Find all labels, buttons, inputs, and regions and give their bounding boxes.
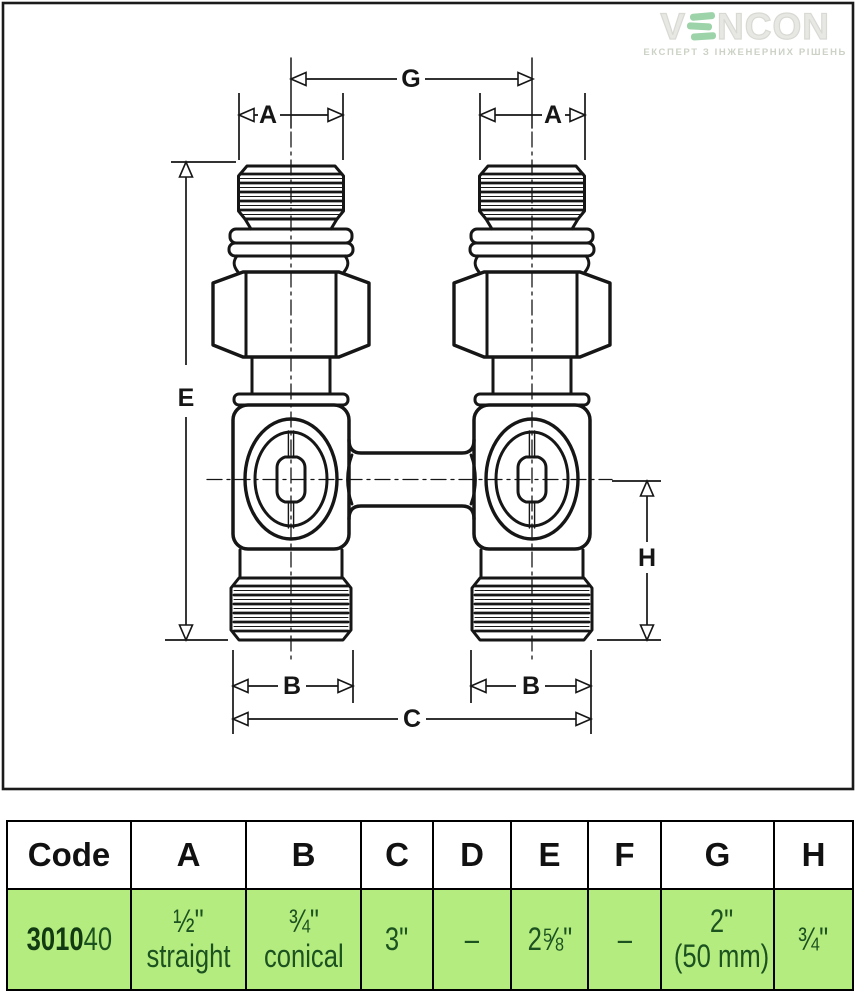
dim-label-a-right: A [544, 101, 562, 129]
cell-g-value: 2" [709, 902, 734, 939]
header-g: G [660, 820, 775, 890]
diagram-border [1, 1, 855, 791]
cell-a: ½"straight [130, 888, 247, 991]
dim-label-e: E [178, 384, 195, 412]
header-code: Code [6, 820, 132, 890]
cell-c: 3" [360, 888, 434, 991]
cell-e: 2⅝" [510, 888, 589, 991]
cell-b: ¾"conical [245, 888, 362, 991]
left-pipe-assembly [211, 56, 371, 664]
spec-table: Code A B C D E F G H 301040 ½"straight ¾… [6, 820, 854, 991]
logo-letter-v: V [660, 6, 687, 47]
ext-a-right [479, 93, 586, 160]
vencon-logo: V NCON ЕКСПЕРТ З ІНЖЕНЕРНИХ РІШЕНЬ [643, 6, 847, 58]
header-d: D [432, 820, 512, 890]
dim-label-b-left: B [283, 672, 301, 700]
logo-letters-ncon: NCON [716, 6, 830, 47]
bridge [206, 438, 613, 521]
dim-label-g: G [401, 65, 420, 93]
cell-code: 301040 [6, 888, 132, 991]
cell-b-note: conical [263, 938, 344, 975]
vencon-logo-word: V NCON [643, 6, 847, 47]
dim-label-a-left: A [259, 101, 277, 129]
dim-label-b-right: B [522, 672, 540, 700]
header-e: E [510, 820, 589, 890]
ext-b-c [232, 650, 592, 734]
code-bold: 3010 [26, 921, 84, 957]
dimension-arrowheads [178, 71, 655, 727]
cell-b-value: ¾" [288, 902, 319, 939]
cell-a-value: ½" [173, 902, 204, 939]
table-header-row: Code A B C D E F G H [6, 820, 854, 890]
cell-g-mm: (50 mm) [673, 938, 770, 975]
ext-h [597, 480, 661, 641]
header-f: F [587, 820, 662, 890]
header-a: A [130, 820, 247, 890]
logo-tagline: ЕКСПЕРТ З ІНЖЕНЕРНИХ РІШЕНЬ [643, 47, 847, 58]
header-c: C [360, 820, 434, 890]
dim-label-h: H [638, 544, 656, 572]
ext-e [165, 161, 236, 641]
valve-technical-drawing: G A A E H B B C [1, 1, 855, 791]
code-light: 40 [83, 921, 112, 957]
header-b: B [245, 820, 362, 890]
logo-e-bars-icon [686, 11, 717, 41]
cell-d: – [432, 888, 512, 991]
header-h: H [773, 820, 854, 890]
cell-a-note: straight [146, 938, 231, 975]
ext-a-left [238, 93, 344, 160]
dimension-labels: G A A E H B B C [178, 65, 656, 733]
right-pipe-assembly [452, 56, 612, 664]
cell-h: ¾" [773, 888, 854, 991]
dim-label-c: C [403, 705, 421, 733]
cell-f: – [587, 888, 662, 991]
table-data-row: 301040 ½"straight ¾"conical 3" – 2⅝" – 2… [6, 888, 854, 991]
cell-g: 2"(50 mm) [660, 888, 775, 991]
